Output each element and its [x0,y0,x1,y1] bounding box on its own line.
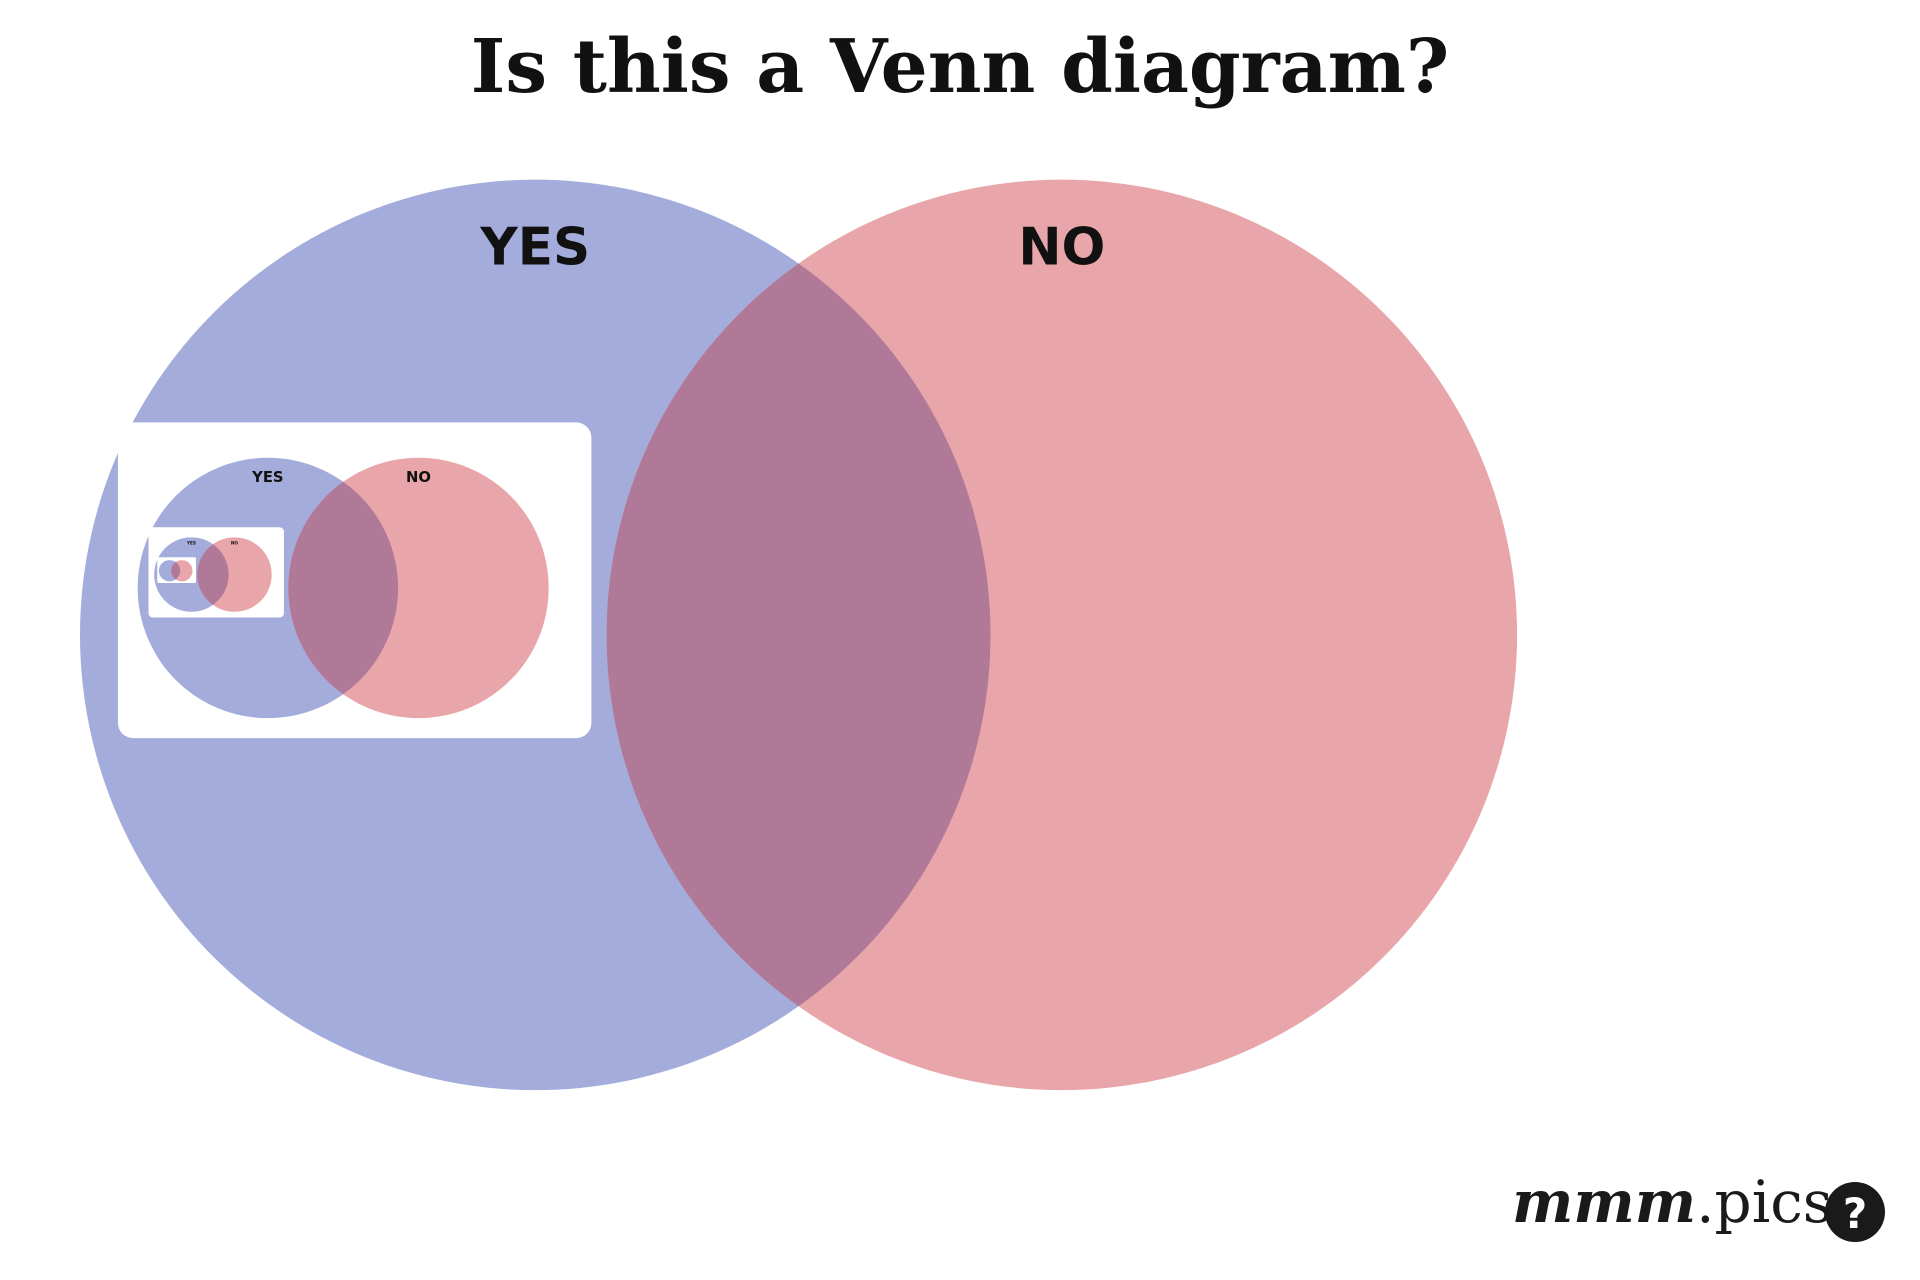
overlap-region [171,560,181,582]
watermark: mmm.pics ? [1512,1168,1885,1242]
nested-venn-inset: YES NO [148,527,284,618]
no-set-label: NO [1018,218,1105,278]
no-set-label: NO [231,540,239,545]
question-mark-icon: ? [1843,1189,1867,1238]
overlap-region [606,179,991,1091]
yes-set-label: YES [186,540,196,545]
nested-venn-inset: YES NO YES NO [117,422,592,739]
nested-venn-inset [157,557,196,584]
watermark-domain: .pics [1696,1168,1832,1236]
svg-text:mmm.pics: mmm.pics [1512,1168,1833,1236]
diagram-title: Is this a Venn diagram? [471,24,1449,110]
watermark-brand: mmm [1512,1168,1696,1236]
overlap-region [288,457,399,719]
overlap-region [197,537,229,612]
yes-set-label: YES [251,469,283,486]
question-badge [1825,1182,1885,1242]
venn-diagram: YES NO YES NO YES NO [80,179,1518,1091]
yes-set-label: YES [479,218,590,278]
no-set-label: NO [406,469,431,486]
